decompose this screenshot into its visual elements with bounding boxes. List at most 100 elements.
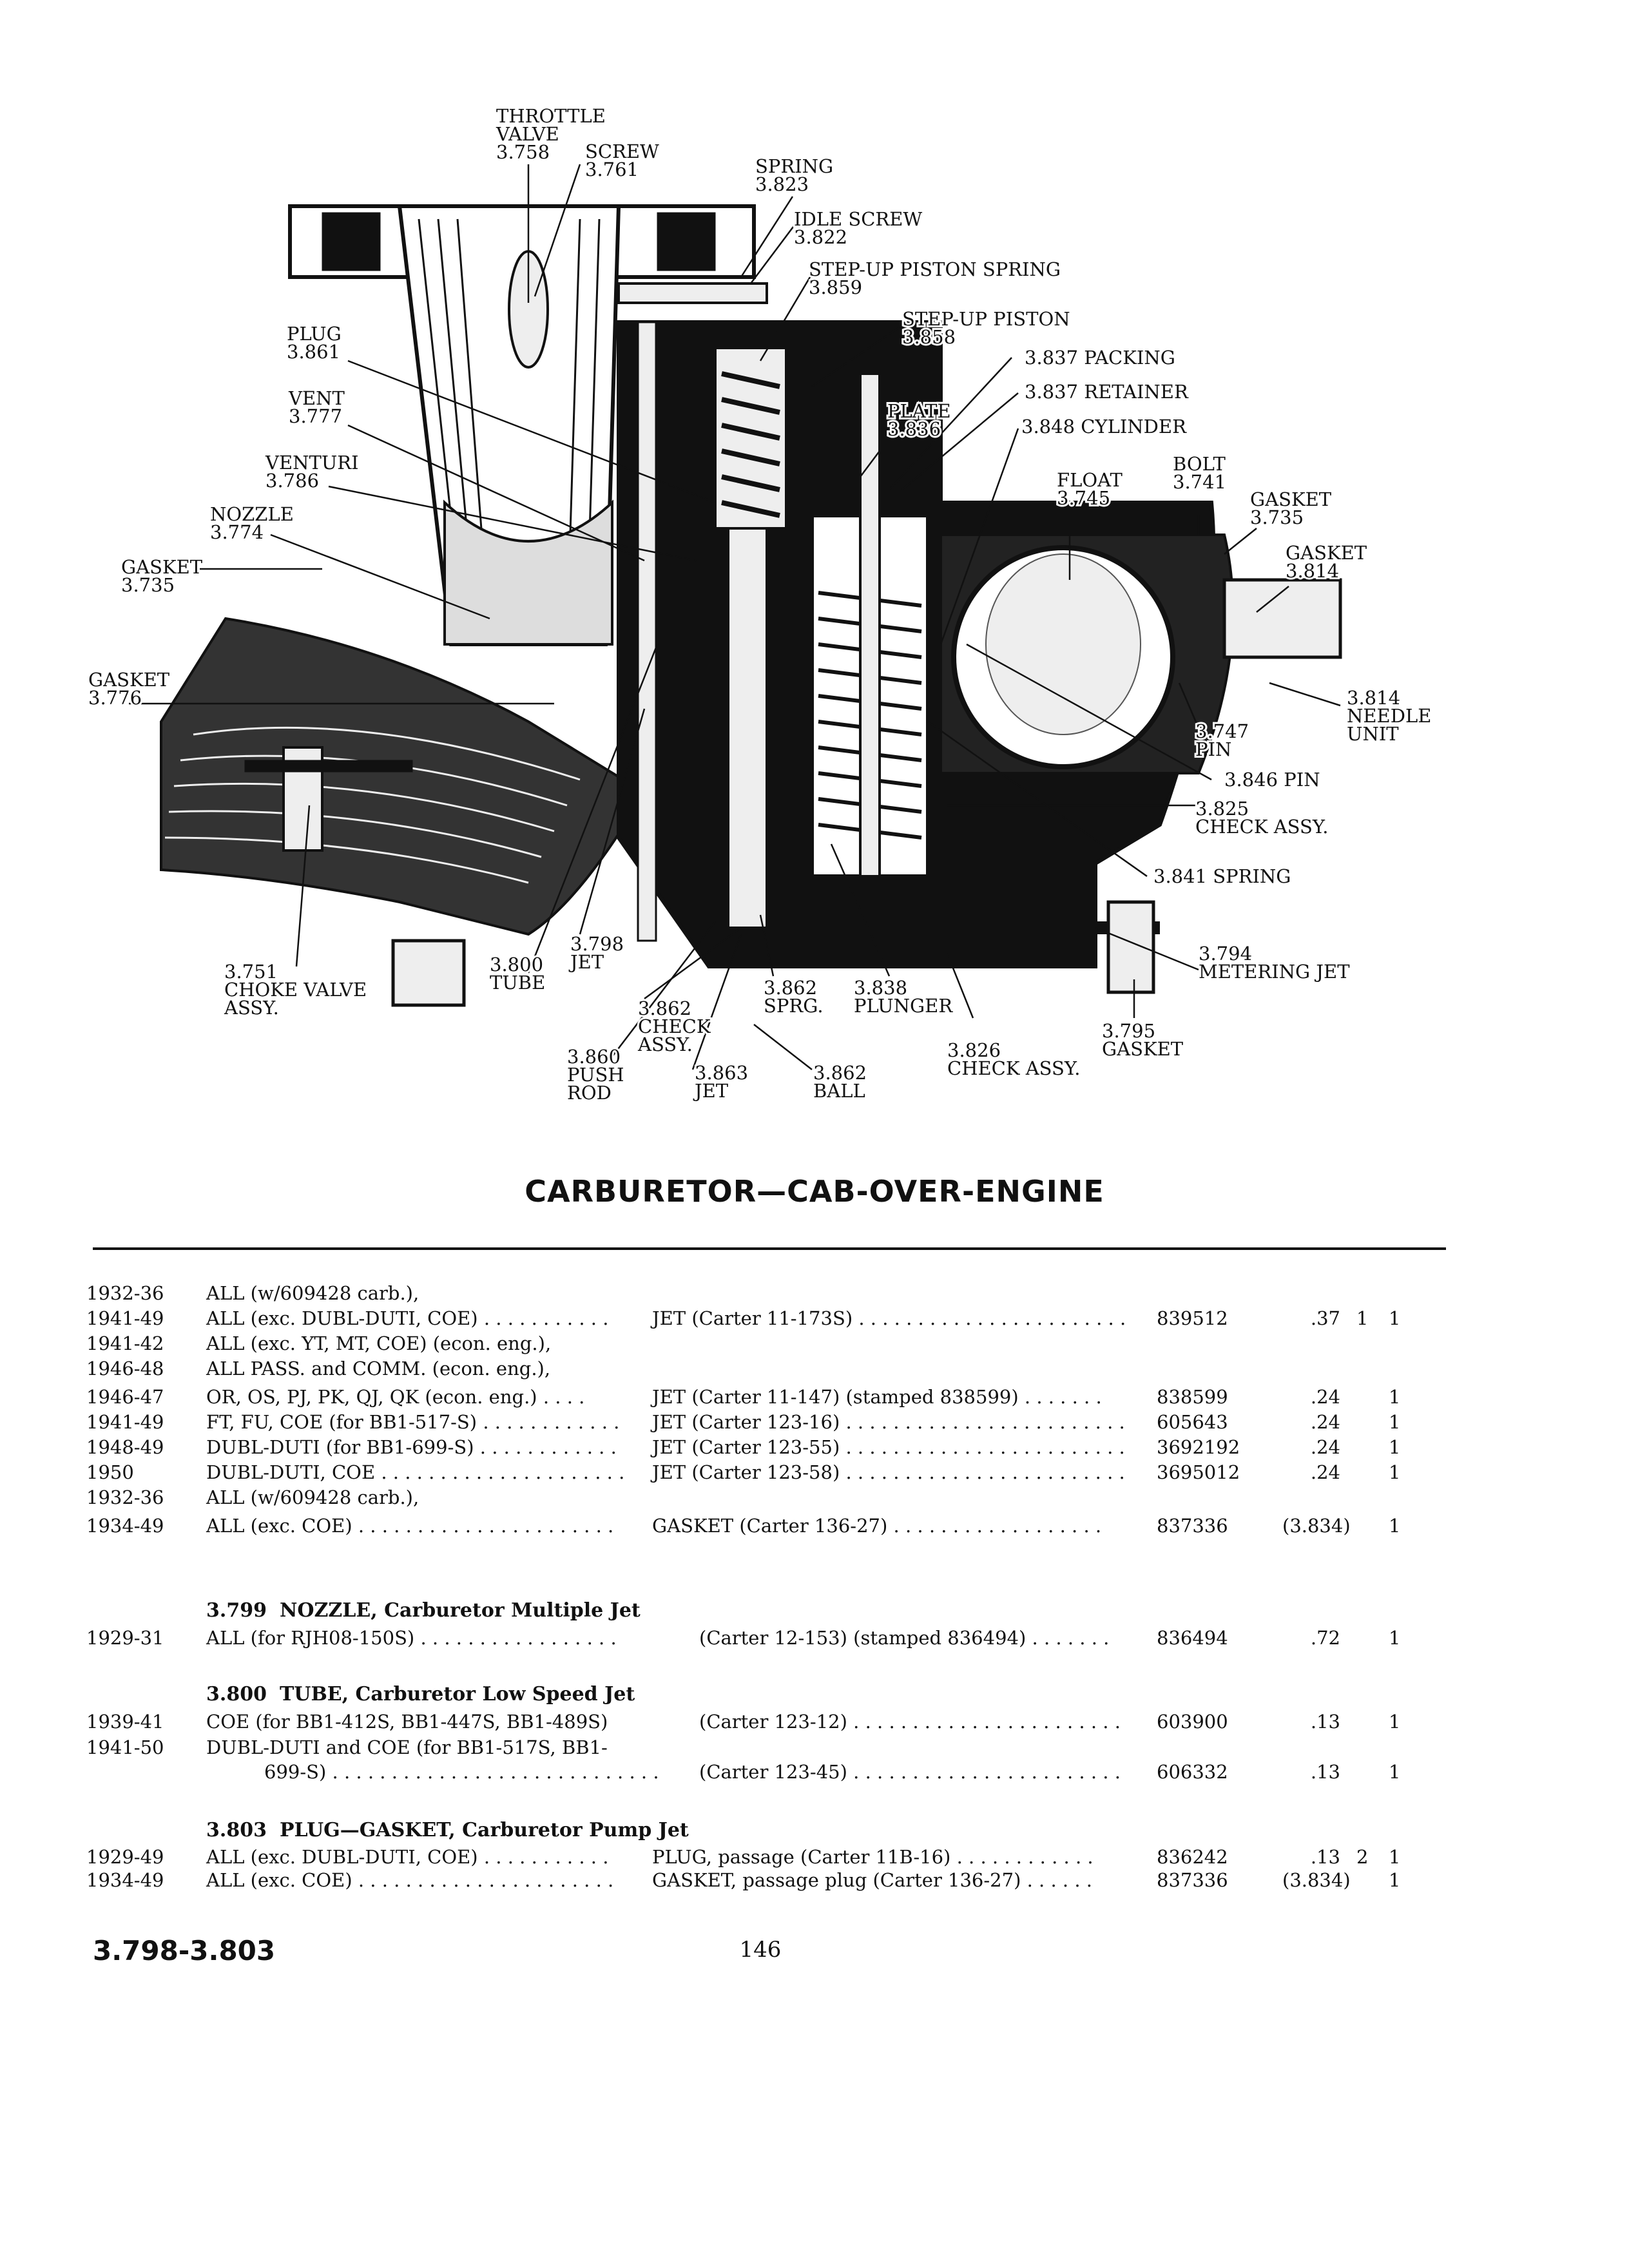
- price: .13: [1310, 1761, 1340, 1783]
- section-title: NOZZLE, Carburetor Multiple Jet: [279, 1599, 641, 1622]
- quantity-2: 1: [1389, 1461, 1401, 1483]
- application: ALL (w/609428 carb.),: [206, 1486, 419, 1508]
- year-range: 1948-49: [86, 1436, 164, 1458]
- callout-line: GASKET: [1250, 488, 1332, 510]
- section-title: PLUG—GASKET, Carburetor Pump Jet: [279, 1819, 689, 1841]
- callout-label: 3.846 PIN: [1224, 769, 1320, 791]
- description: (Carter 123-45) . . . . . . . . . . . . …: [699, 1761, 1121, 1783]
- callout-line: CHOKE VALVE: [224, 979, 367, 1001]
- elbow-hatching: [164, 726, 581, 884]
- step-up-spring: [721, 371, 780, 518]
- callout-line: GASKET: [1286, 542, 1367, 564]
- year-range: 1929-49: [86, 1846, 164, 1868]
- callout-label: 3.837 PACKING: [1025, 347, 1175, 369]
- callout-line: 3.838: [854, 977, 907, 999]
- callout-label: 3.841 SPRING: [1153, 865, 1291, 887]
- callout-line: GASKET: [88, 669, 170, 691]
- callout-line: 3.823: [755, 173, 809, 195]
- callout-line: 3.741: [1173, 471, 1226, 493]
- callout-line: 3.860: [567, 1046, 621, 1068]
- callout-line: 3.826: [947, 1039, 1001, 1061]
- idle-screw: [617, 282, 768, 304]
- callout-line: PLUNGER: [854, 995, 953, 1017]
- callout-line: 3.735: [121, 574, 175, 596]
- callout-line: THROTTLE: [496, 105, 606, 127]
- callout-line: 3.777: [289, 405, 342, 427]
- callout-line: CHECK: [638, 1015, 711, 1037]
- part-number: 605643: [1157, 1411, 1228, 1433]
- year-range: 1946-47: [86, 1386, 164, 1408]
- quantity-2: 1: [1389, 1411, 1401, 1433]
- carburetor-cutaway-diagram: THROTTLEVALVE3.758SCREW3.761SPRING3.823I…: [86, 103, 1433, 1106]
- section-title: TUBE, Carburetor Low Speed Jet: [279, 1683, 635, 1706]
- application: ALL (exc. COE) . . . . . . . . . . . . .…: [206, 1515, 614, 1537]
- quantity-2: 1: [1389, 1627, 1401, 1649]
- callout-line: 3.837 RETAINER: [1025, 381, 1189, 403]
- section-code: 3.800: [206, 1683, 267, 1706]
- callout-line: 3.862: [813, 1062, 867, 1084]
- quantity-2: 1: [1389, 1307, 1401, 1329]
- callout-line: GASKET: [1102, 1038, 1184, 1060]
- price: (3.834): [1282, 1515, 1351, 1537]
- intake-elbow: [160, 617, 646, 936]
- callout-line: SCREW: [585, 140, 659, 162]
- low-speed-tube: [637, 321, 657, 942]
- header-rule: [93, 1247, 1446, 1250]
- year-range: 1929-31: [86, 1627, 164, 1649]
- choke-valve-plate: [244, 760, 413, 773]
- part-number: 603900: [1157, 1711, 1228, 1733]
- quantity-2: 1: [1389, 1436, 1401, 1458]
- flange-bolt-right: [657, 212, 716, 271]
- quantity-2: 1: [1389, 1869, 1401, 1891]
- callout-line: 3.745: [1057, 487, 1110, 509]
- price: .37: [1310, 1307, 1340, 1329]
- callout-label: 3.848 CYLINDER: [1021, 416, 1187, 437]
- callout-line: JET: [568, 951, 604, 973]
- callout-line: METERING JET: [1199, 961, 1350, 983]
- callout-line: JET: [693, 1080, 729, 1102]
- description: (Carter 123-12) . . . . . . . . . . . . …: [699, 1711, 1121, 1733]
- year-range: 1941-49: [86, 1411, 164, 1433]
- callout-line: NOZZLE: [210, 503, 294, 525]
- callout-line: PUSH: [567, 1064, 624, 1086]
- callout-line: 3.776: [88, 687, 142, 709]
- callout-line: ASSY.: [224, 997, 279, 1019]
- price: .13: [1310, 1711, 1340, 1733]
- callout-line: FLOAT: [1057, 469, 1123, 491]
- callout-line: TUBE: [490, 972, 545, 994]
- application: ALL (exc. COE) . . . . . . . . . . . . .…: [206, 1869, 614, 1891]
- callout-line: 3.751: [224, 961, 278, 983]
- section-heading: 3.800 TUBE, Carburetor Low Speed Jet: [206, 1683, 635, 1706]
- price: (3.834): [1282, 1869, 1351, 1891]
- callout-line: PLATE: [887, 400, 951, 422]
- application: COE (for BB1-412S, BB1-447S, BB1-489S): [206, 1711, 608, 1733]
- callout-line: BOLT: [1173, 453, 1226, 475]
- quantity-2: 1: [1389, 1846, 1401, 1868]
- callout-line: ROD: [567, 1082, 612, 1104]
- callout-line: 3.825: [1195, 798, 1249, 820]
- callout-line: 3.795: [1102, 1020, 1155, 1042]
- callout-line: 3.800: [490, 954, 543, 975]
- callout-line: 3.794: [1199, 943, 1252, 965]
- callout-line: IDLE SCREW: [794, 208, 922, 230]
